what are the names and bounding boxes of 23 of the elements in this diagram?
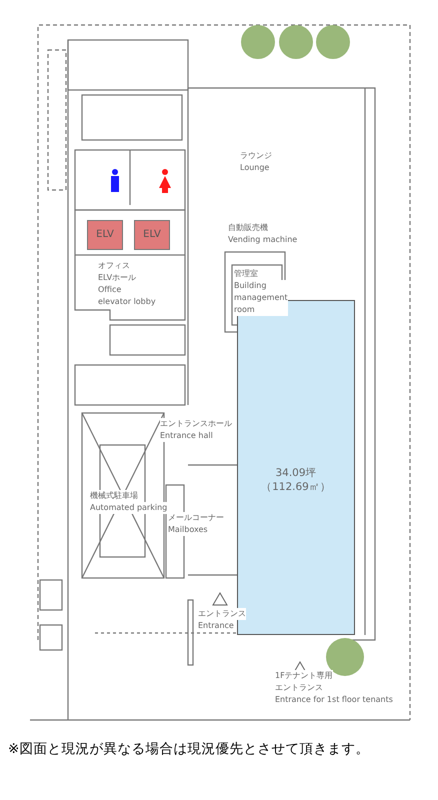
room-label: Vending machine — [228, 234, 298, 246]
elevator: ELV — [87, 220, 123, 250]
room-name-english: Entrance hall — [160, 430, 213, 442]
room-name-english: エントランス — [275, 682, 323, 694]
room-name-english: Building management room — [234, 280, 288, 316]
room-name: 管理室 — [234, 268, 258, 280]
elevator: ELV — [134, 220, 170, 250]
room-name: エントランスホール — [160, 418, 232, 430]
room-name: オフィス — [98, 260, 130, 272]
room-name: エントランス — [198, 608, 246, 620]
room-name: 機械式駐車場 — [90, 490, 138, 502]
room-name-english: ELVホール — [98, 272, 136, 284]
note-text: ※図面と現況が異なる場合は現況優先とさせて頂きます。 — [8, 740, 370, 758]
area-value: 34.09坪 — [274, 466, 318, 480]
room-name-english: Lounge — [240, 162, 270, 174]
area-value-metric: （112.69㎡） — [260, 480, 332, 494]
room-name-english: Automated parking — [90, 502, 168, 514]
room-name: ラウンジ — [240, 150, 272, 162]
room-label: 自動販売機 — [228, 222, 268, 234]
room-name: メールコーナー — [168, 512, 224, 524]
room-name: 1Fテナント専用 — [275, 670, 333, 682]
room-name-english: elevator lobby — [98, 296, 156, 308]
room-name-english: Mailboxes — [168, 524, 208, 536]
